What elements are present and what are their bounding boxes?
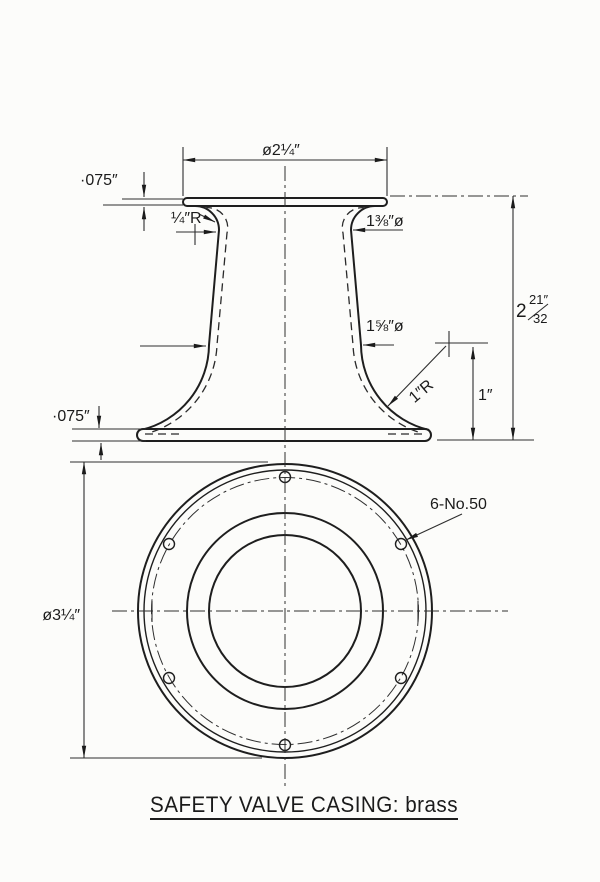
leader-line [198,213,216,223]
note-drill-holes: 6-No.50 [405,496,487,541]
drill-hole [394,537,408,551]
dim-label-top-diameter: ø2¼″ [262,142,300,159]
dim-label-fillet-radius: ¼″R [171,210,202,227]
drill-hole [394,671,408,685]
dim-top-flange-thickness: ·075″ [80,172,183,231]
drill-hole [162,537,176,551]
dim-label-overall-numerator: 21″ [529,292,548,307]
dim-base-flange-thickness: ·075″ [52,406,146,460]
dim-label-overall-whole: 2 [516,301,527,322]
dim-label-bell-height: 1″ [478,387,493,404]
dim-label-base-thickness: ·075″ [52,408,90,425]
dim-waist-diameter: 1⅝″ø [140,318,404,349]
drill-hole [162,671,176,685]
dim-label-top-thickness: ·075″ [80,172,118,189]
inner-wall-hidden-right [341,207,419,433]
inner-wall-hidden-left [151,207,229,433]
dim-top-flange-diameter: ø2¼″ [182,142,388,196]
dim-neck-diameter: 1⅜″ø [176,213,404,235]
dim-neck-fillet-radius: ¼″R [171,210,216,245]
leader-line [387,345,447,407]
dim-label-bell-radius: 1″R [406,377,437,407]
leader-line [405,513,463,541]
dim-label-overall-denominator: 32 [533,311,547,326]
dim-label-neck-diameter: 1⅜″ø [366,213,404,230]
dim-label-waist-diameter: 1⅝″ø [366,318,404,335]
base-flange [136,428,432,442]
dim-bell-height: 1″ [470,347,493,440]
drill-note-label: 6-No.50 [430,496,487,513]
dim-label-base-diameter: ø3¼″ [42,607,80,624]
title-block: SAFETY VALVE CASING: brass [150,792,458,820]
dim-overall-height: 2 21″ 32 [390,195,549,441]
dim-base-flange-diameter: ø3¼″ [42,461,268,759]
drawing-title: SAFETY VALVE CASING: brass [150,792,458,817]
fraction-slash [527,303,549,321]
